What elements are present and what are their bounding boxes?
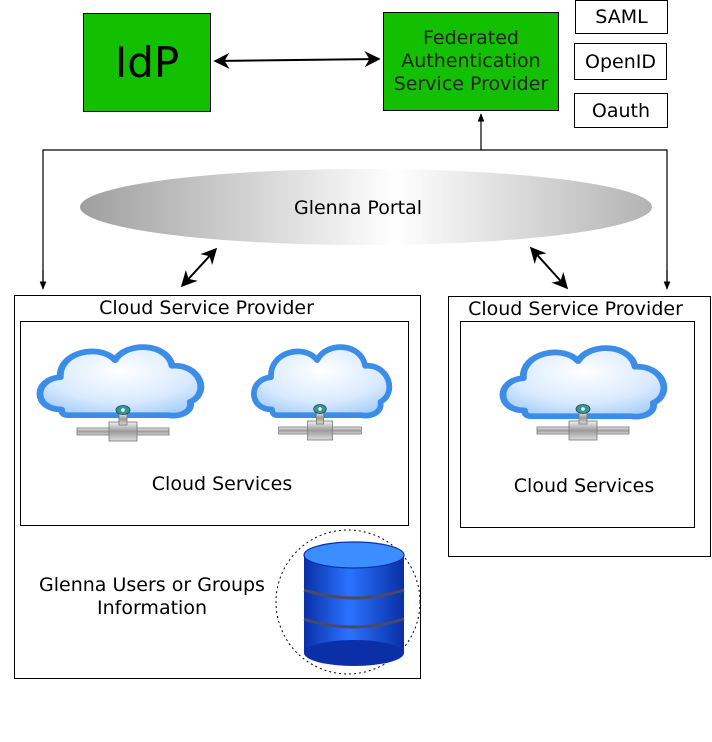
csp-left-title: Cloud Service Provider — [99, 297, 314, 319]
federated-auth-box: Federated Authentication Service Provide… — [383, 12, 559, 111]
protocol-oauth: Oauth — [574, 93, 668, 128]
csp-left-services-label: Cloud Services — [151, 473, 293, 495]
glenna-portal-ellipse — [80, 169, 652, 245]
federated-auth-label: Federated Authentication Service Provide… — [393, 27, 549, 95]
portal-csp-right-arrow — [529, 246, 569, 290]
idp-box: IdP — [83, 13, 211, 112]
csp-left-users-label: Glenna Users or Groups Information — [39, 574, 265, 619]
idp-label: IdP — [114, 37, 180, 87]
protocol-saml: SAML — [575, 0, 668, 34]
csp-right-services-label: Cloud Services — [513, 475, 655, 497]
portal-csp-left-arrow — [180, 247, 218, 288]
distribution-line — [42, 149, 668, 286]
csp-right-title: Cloud Service Provider — [468, 298, 683, 320]
protocol-openid: OpenID — [574, 43, 667, 80]
idp-federated-arrow — [213, 51, 381, 69]
glenna-portal-label: Glenna Portal — [294, 197, 422, 219]
